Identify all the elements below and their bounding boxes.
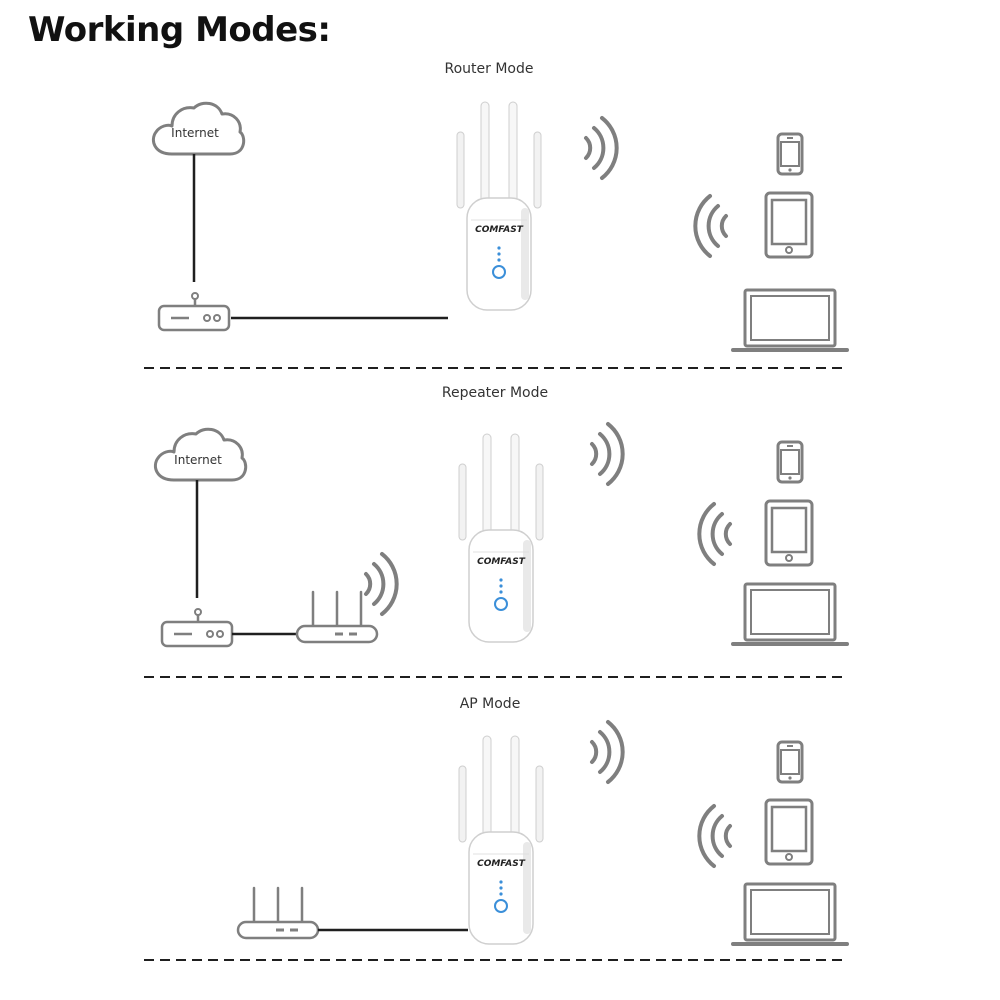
modem-icon: [160, 607, 234, 648]
router-icon: [295, 590, 379, 644]
brand-logo: COMFAST: [477, 859, 526, 869]
internet-label: Internet: [171, 126, 219, 140]
wifi-waves-icon: [584, 116, 619, 180]
router-icon: [236, 886, 320, 940]
tablet-icon: [764, 798, 814, 866]
extender-device: COMFAST: [458, 433, 544, 643]
modem-icon: [157, 291, 231, 332]
laptop-icon: [731, 582, 849, 646]
phone-icon: [776, 440, 804, 484]
ap-mode-section: AP Mode COMFAST: [144, 696, 849, 961]
phone-icon: [776, 740, 804, 784]
brand-logo: COMFAST: [475, 225, 524, 235]
wifi-waves-icon: [590, 422, 625, 486]
extender-device: COMFAST: [458, 735, 544, 945]
internet-label: Internet: [174, 453, 222, 467]
laptop-icon: [731, 288, 849, 352]
mode-label: Repeater Mode: [442, 385, 548, 401]
wifi-waves-icon: [364, 552, 399, 616]
wifi-waves-icon: [697, 804, 732, 868]
laptop-icon: [731, 882, 849, 946]
extender-device: COMFAST: [456, 101, 542, 311]
brand-logo: COMFAST: [477, 557, 526, 567]
mode-label: AP Mode: [460, 696, 521, 712]
wifi-waves-icon: [697, 502, 732, 566]
tablet-icon: [764, 191, 814, 259]
repeater-mode-section: Repeater Mode Internet COMFAST: [144, 385, 849, 678]
mode-label: Router Mode: [445, 61, 534, 77]
phone-icon: [776, 132, 804, 176]
tablet-icon: [764, 499, 814, 567]
wifi-waves-icon: [590, 720, 625, 784]
router-mode-section: Router Mode Internet COMFAST: [144, 61, 849, 369]
wifi-waves-icon: [693, 194, 728, 258]
page-title: Working Modes:: [28, 10, 331, 50]
